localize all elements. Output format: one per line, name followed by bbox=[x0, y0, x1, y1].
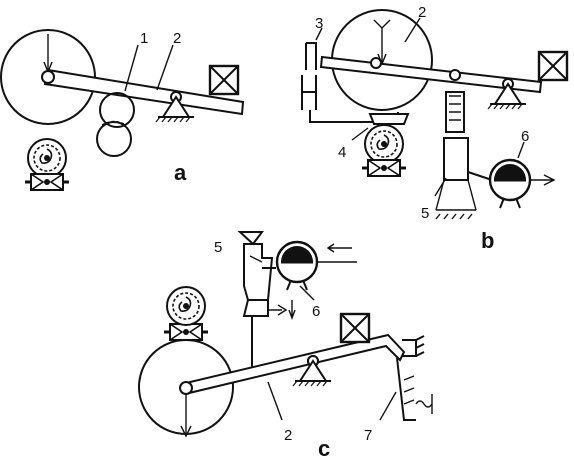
arrow-b bbox=[373, 19, 391, 62]
valve-6-c bbox=[275, 240, 319, 292]
cylinder-5-c bbox=[243, 243, 274, 301]
gear-c bbox=[166, 286, 206, 326]
clamp-3-b bbox=[305, 42, 317, 70]
callout-5-b: 5 bbox=[421, 205, 429, 222]
drop-arrow-c bbox=[288, 300, 296, 320]
cylinder-base-c bbox=[242, 299, 269, 317]
outlet-arrow-c bbox=[268, 304, 288, 316]
cylinder-5-b bbox=[443, 137, 469, 181]
leader-6-b bbox=[517, 141, 525, 159]
gearbox-c bbox=[162, 322, 210, 342]
flow-arrow-c bbox=[318, 243, 357, 263]
cam-overlap-a bbox=[101, 120, 127, 126]
arm-7-c bbox=[396, 357, 416, 421]
subfigure-label-c: c bbox=[318, 436, 330, 460]
gearbox-b bbox=[360, 158, 408, 178]
leader-7-c bbox=[379, 391, 397, 421]
callout-6-b: 6 bbox=[521, 128, 529, 145]
leader-5-b bbox=[434, 177, 447, 197]
callout-3-b: 3 bbox=[315, 15, 323, 32]
subfigure-c: 5 6 2 7 c bbox=[138, 231, 433, 461]
callout-7-c: 7 bbox=[364, 427, 372, 444]
callout-6-c: 6 bbox=[312, 303, 320, 320]
gear-a bbox=[27, 138, 67, 178]
gear-b bbox=[364, 124, 404, 164]
leader-3-b bbox=[315, 27, 323, 41]
pipe-b bbox=[467, 171, 493, 181]
lever-end-c bbox=[179, 381, 193, 395]
hopper-c bbox=[237, 231, 264, 246]
callout-1-a: 1 bbox=[140, 30, 148, 47]
flow-arrow-b bbox=[530, 174, 556, 186]
leader-4-b bbox=[351, 127, 369, 141]
gearbox-a bbox=[23, 172, 71, 192]
leader-2-a bbox=[156, 44, 174, 91]
callout-5-c: 5 bbox=[214, 239, 222, 256]
leader-5-c bbox=[249, 255, 263, 263]
cam-upper-a bbox=[99, 92, 135, 128]
subfigure-b: 3 2 4 5 6 b bbox=[301, 4, 569, 253]
lever-joint-b bbox=[449, 69, 461, 81]
arrow-c bbox=[180, 392, 192, 438]
callout-2-c: 2 bbox=[284, 427, 292, 444]
arm-hatch-c bbox=[403, 375, 415, 405]
stand-b bbox=[435, 179, 477, 220]
shoe-b bbox=[368, 113, 410, 125]
weight-b bbox=[537, 50, 569, 82]
rod-ribs-b bbox=[449, 95, 461, 121]
subfigure-label-a: a bbox=[174, 160, 187, 185]
spring-b bbox=[301, 75, 317, 110]
subfigure-a: 1 2 a bbox=[0, 29, 245, 192]
leader-1-a bbox=[124, 44, 139, 92]
subfigure-label-b: b bbox=[481, 228, 494, 253]
leader-2-c bbox=[267, 381, 283, 421]
lever-end-a bbox=[41, 70, 55, 84]
valve-6-b bbox=[488, 158, 532, 210]
callout-4-b: 4 bbox=[338, 144, 346, 161]
weight-c bbox=[339, 312, 371, 344]
callout-2-a: 2 bbox=[173, 30, 181, 47]
callout-2-b: 2 bbox=[418, 4, 426, 21]
leader-2-b bbox=[404, 17, 421, 43]
leader-6-c bbox=[299, 285, 315, 301]
spring-c bbox=[415, 394, 433, 414]
weight-a bbox=[208, 64, 240, 96]
lever-hub-b bbox=[370, 57, 382, 69]
stop-c bbox=[402, 335, 425, 357]
